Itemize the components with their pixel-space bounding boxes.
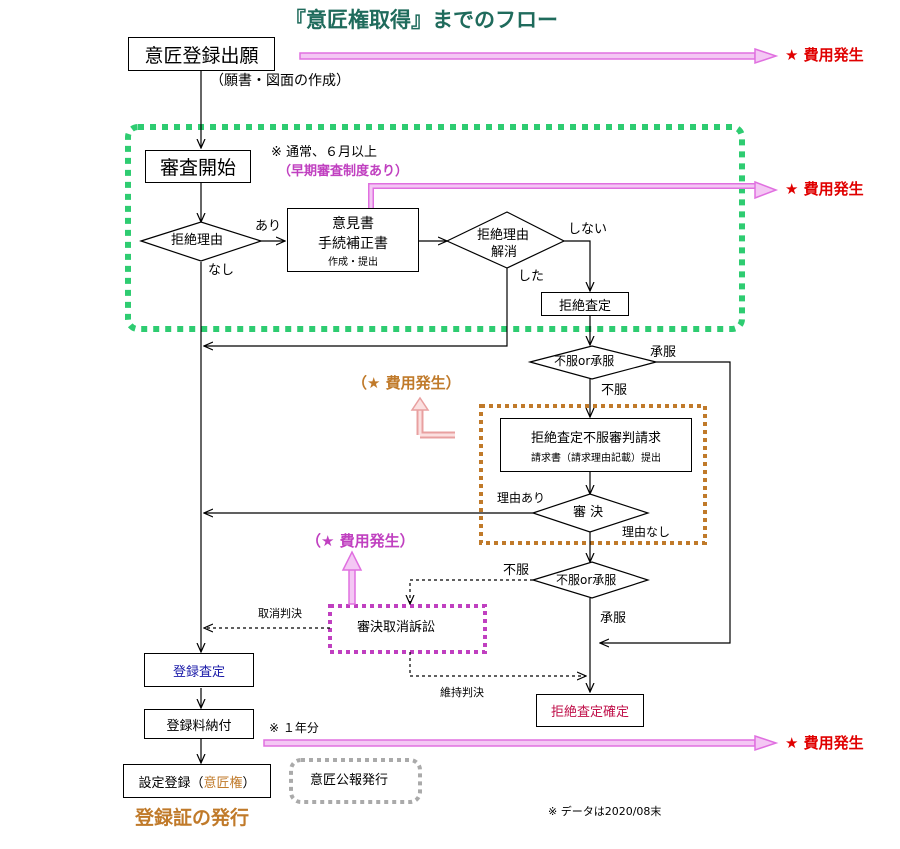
cancel-suit-label: 審決取消訴訟 — [357, 620, 436, 635]
gazette-frame — [289, 758, 422, 804]
application-note: （願書・図面の作成） — [210, 73, 350, 89]
refusal-final-label: 拒絶査定確定 — [550, 705, 629, 720]
opinion-line-2: 手続補正書 — [318, 235, 388, 252]
reason-resolved-line-2: 解消 — [491, 245, 518, 260]
registration-decision-box: 登録査定 — [144, 653, 254, 687]
exam-frame — [125, 124, 745, 332]
design-right-label: 意匠権 — [203, 775, 243, 791]
appeal-frame — [479, 404, 707, 545]
cost-label-apply: ★ 費用発生 — [785, 46, 864, 64]
design-application-label: 意匠登録出願 — [144, 44, 259, 67]
appeal-line-1: 拒絶査定不服審判請求 — [530, 430, 661, 446]
trial-decision-label: 審 決 — [573, 505, 604, 520]
label-object-2: 不服 — [503, 563, 530, 578]
cost-arrow-apply — [299, 47, 779, 65]
label-reason-no: 理由なし — [622, 525, 671, 539]
cost-label-exam: ★ 費用発生 — [785, 180, 864, 198]
label-ari: あり — [255, 219, 282, 234]
fee-payment-box: 登録料納付 — [144, 709, 254, 739]
exam-start-box: 審査開始 — [145, 150, 251, 183]
label-accept: 承服 — [650, 345, 677, 360]
fee-note: ※ １年分 — [269, 721, 319, 735]
appeal-request-box: 拒絶査定不服審判請求 請求書（請求理由記載）提出 — [500, 418, 692, 472]
label-object: 不服 — [601, 383, 628, 398]
refusal-reason-diamond — [139, 221, 263, 262]
refusal-decision-box: 拒絶査定 — [541, 292, 629, 316]
registration-decision-label: 登録査定 — [172, 664, 225, 680]
certificate-label: 登録証の発行 — [135, 807, 250, 829]
page-title: 『意匠権取得』までのフロー — [285, 8, 558, 32]
exam-start-label: 審査開始 — [159, 157, 236, 179]
set-registration-end: ） — [242, 775, 256, 791]
set-registration-box: 設定登録（意匠権） — [123, 764, 271, 798]
cost-label-appeal: （★ 費用発生） — [352, 374, 461, 392]
reason-resolved-diamond — [445, 211, 566, 269]
set-registration-label: 設定登録（ — [138, 775, 204, 791]
data-note: ※ データは2020/08末 — [548, 805, 662, 818]
refusal-decision-label: 拒絶査定 — [558, 298, 611, 314]
design-application-box: 意匠登録出願 — [128, 37, 275, 71]
cost-arrow-suit — [341, 550, 363, 605]
label-maintain-judgment: 維持判決 — [440, 686, 484, 699]
label-shita: した — [518, 269, 545, 284]
label-cancel-judgment: 取消判決 — [258, 607, 302, 620]
cost-label-suit: （★ 費用発生） — [306, 532, 415, 550]
objection-diamond-2 — [530, 561, 650, 599]
cost-arrow-fee — [263, 734, 779, 752]
objection-or-accept-label-2: 不服or承服 — [556, 573, 617, 587]
cost-arrow-appeal — [410, 396, 455, 439]
label-nashi: なし — [208, 263, 235, 278]
label-reason-yes: 理由あり — [497, 491, 546, 505]
suit-frame — [328, 604, 487, 654]
opinion-line-1: 意見書 — [332, 215, 374, 232]
refusal-final-box: 拒絶査定確定 — [536, 694, 644, 727]
gazette-label: 意匠公報発行 — [310, 773, 389, 788]
trial-decision-diamond — [531, 493, 650, 533]
appeal-line-2: 請求書（請求理由記載）提出 — [531, 452, 661, 464]
cost-label-fee: ★ 費用発生 — [785, 734, 864, 752]
label-accept-2: 承服 — [600, 611, 627, 626]
fee-payment-label: 登録料納付 — [166, 718, 232, 734]
label-shinai: しない — [568, 222, 608, 237]
opinion-line-3: 作成・提出 — [328, 256, 378, 268]
opinion-box: 意見書 手続補正書 作成・提出 — [287, 208, 419, 272]
refusal-reason-label: 拒絶理由 — [171, 233, 224, 248]
cost-arrow-exam — [368, 180, 779, 208]
reason-resolved-line-1: 拒絶理由 — [477, 228, 530, 243]
early-exam-note: （早期審査制度あり） — [278, 164, 409, 179]
objection-or-accept-label: 不服or承服 — [554, 354, 615, 368]
objection-diamond — [527, 345, 657, 380]
exam-note: ※ 通常、６月以上 — [271, 145, 378, 160]
